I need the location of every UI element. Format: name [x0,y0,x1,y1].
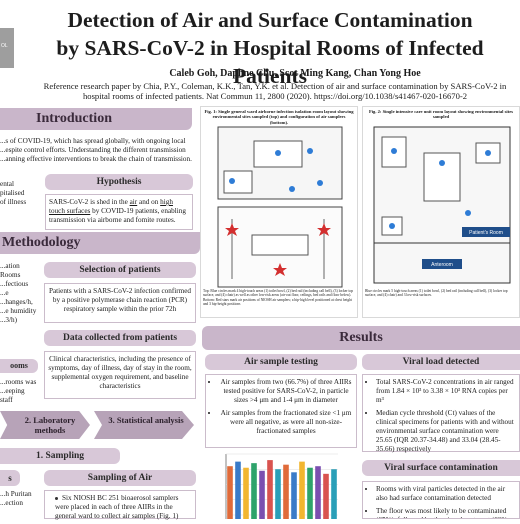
selection-heading: Selection of patients [44,262,196,278]
introduction-left-fragment: ental pitalised of illness [0,180,27,206]
sampling-heading: 1. Sampling [0,448,120,464]
sample-site-marker [465,210,471,216]
air-sample-testing-text: Air samples from two (66.7%) of three AI… [205,374,357,448]
chart-bar [323,473,329,524]
data-collected-heading: Data collected from patients [44,330,196,346]
viral-load-item-1: Total SARS-CoV-2 concentrations in air r… [376,378,516,405]
viral-load-heading: Viral load detected [362,354,520,370]
patient-room-label: Patient's Room [469,230,503,236]
sample-site-marker [317,180,323,186]
chart-bar [331,469,337,524]
air-sampling-text: Six NIOSH BC 251 bioaerosol samplers wer… [44,490,196,520]
chart-bar [259,470,265,524]
university-logo: OL [0,28,14,68]
results-heading: Results [202,326,520,350]
reference: Reference research paper by Chia, P.Y., … [43,81,507,101]
step-laboratory-methods: 2. Laboratory methods [0,411,90,439]
introduction-text: ...s of COVID-19, which has spread globa… [0,137,192,163]
figure-2-caption-body: Blue circles mark 5 high-touch areas (1)… [365,289,508,298]
surface-item-1: Rooms with viral particles detected in t… [376,485,516,503]
surface-item-2: The floor was most likely to be contamin… [376,507,516,518]
viral-load-text: Total SARS-CoV-2 concentrations in air r… [362,374,520,454]
sample-site-marker [275,150,281,156]
figure-2-caption-title: Fig. 2: Single intensive care unit room … [368,109,514,120]
figure-2-diagram: Patient's Room Anteroom [373,126,511,284]
air-sampler-marker [317,223,331,236]
step-statistical-analysis: 3. Statistical analysis [94,411,194,439]
methodology-left-fragment-1: ...ation Rooms ...fectious ...e ...hange… [0,262,37,324]
figure-1-caption-title: Fig. 1: Single general ward airborne inf… [204,109,354,125]
air-result-item-1: Air samples from two (66.7%) of three AI… [219,378,353,405]
hypothesis-heading: Hypothesis [45,174,193,190]
anteroom-label: Anteroom [431,262,453,268]
air-sample-chart [212,450,342,524]
poster-title: Detection of Air and Surface Contaminati… [56,8,484,88]
rooms-heading: ooms [0,359,38,373]
authors: Caleb Goh, Daphne Chu, Scot Ming Kang, C… [169,68,421,79]
figure-1: Fig. 1: Single general ward airborne inf… [200,106,358,318]
methodology-left-fragment-3: ...h Puritan ...ection [0,490,32,507]
sample-site-marker [307,148,313,154]
bullet-icon [55,496,58,500]
figure-2: Fig. 2: Single intensive care unit room … [362,106,520,318]
anteroom-label-bg [422,259,462,269]
chart-bar [243,467,249,524]
air-sample-testing-heading: Air sample testing [205,354,357,370]
chart-bar [235,461,241,524]
bed-shape [251,234,309,256]
sample-site-marker [391,148,397,154]
sample-site-marker [439,160,445,166]
figure-1-caption-body: Top: Blue circles mark 4 high-touch area… [203,289,354,306]
sample-site-marker [389,223,395,229]
chart-svg [225,453,338,524]
air-sampler-marker [225,223,239,236]
chart-bar [267,460,273,524]
sample-site-marker [485,150,491,156]
viral-load-item-2: Median cycle threshold (Ct) values of th… [376,409,516,454]
surface-contamination-heading: Viral surface contamination [362,460,520,476]
sample-site-marker [229,178,235,184]
chart-bar [251,463,257,524]
introduction-heading: Introduction [0,108,192,130]
chart-bar [275,469,281,524]
sampling-left-heading: s [0,470,20,486]
surface-contamination-text: Rooms with viral particles detected in t… [362,481,520,519]
figure-1-diagram [217,126,343,288]
chart-bar [227,466,233,524]
selection-text: Patients with a SARS-CoV-2 infection con… [44,283,196,323]
data-collected-text: Clinical characteristics, including the … [44,351,196,399]
toilet-area [223,170,253,194]
air-sampler-marker [273,263,287,276]
patient-room-label-bg [462,227,510,237]
chart-bar [291,472,297,524]
chart-bar [315,466,321,524]
methodology-heading: Methodology [0,232,200,254]
sample-site-marker [289,186,295,192]
hypothesis-text: SARS-CoV-2 is shed in the air and on hig… [45,194,193,230]
air-sampling-heading: Sampling of Air [44,470,196,486]
chart-bar [307,467,313,524]
methodology-left-fragment-2: ...rooms was ...eeping staff [0,378,37,404]
chart-bar [283,464,289,524]
air-result-item-2: Air samples from the fractionated size <… [219,409,353,436]
chart-bar [299,461,305,524]
